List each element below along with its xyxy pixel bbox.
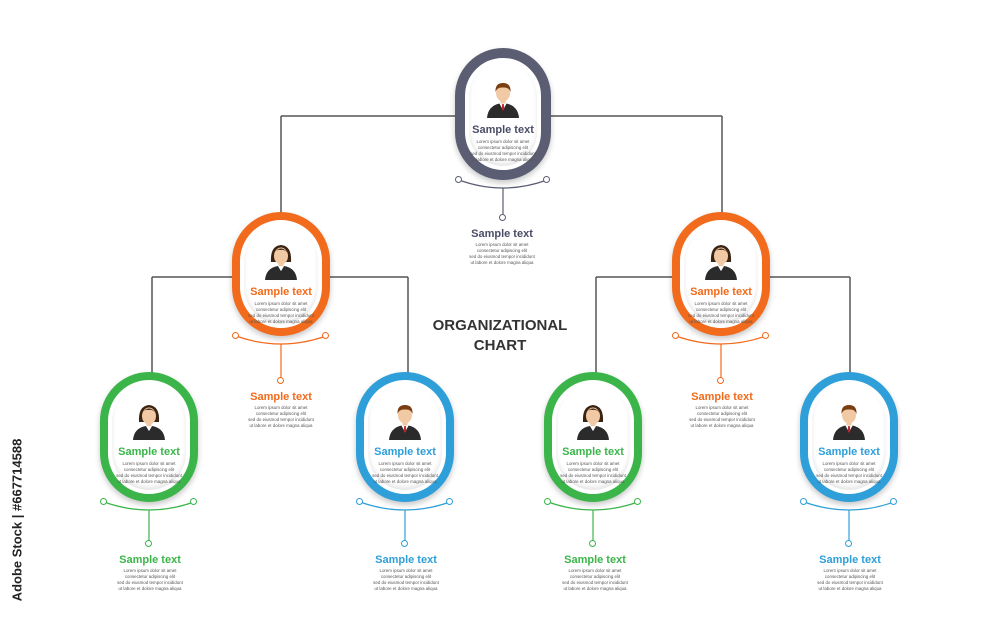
businesswoman-avatar-icon [574, 400, 612, 440]
connector-dot [100, 498, 107, 505]
org-node-title: Sample text [472, 124, 534, 136]
org-node-title: Sample text [374, 446, 436, 458]
caption-title: Sample text [375, 554, 437, 566]
decor-arc-bottom-3 [547, 501, 639, 511]
connector-dot [232, 332, 239, 339]
caption-description: Lorem ipsum dolor sit amet consectetur a… [817, 568, 883, 591]
caption-description: Lorem ipsum dolor sit amet consectetur a… [373, 568, 439, 591]
connector-dot [845, 540, 852, 547]
caption-description: Lorem ipsum dolor sit amet consectetur a… [248, 405, 314, 428]
caption-title: Sample text [471, 228, 533, 240]
caption-description: Lorem ipsum dolor sit amet consectetur a… [689, 405, 755, 428]
org-node-description: Lorem ipsum dolor sit amet consectetur a… [560, 461, 626, 484]
caption-title: Sample text [691, 391, 753, 403]
connector-dot [190, 498, 197, 505]
heading-line-2: CHART [473, 337, 527, 354]
connector-dot [800, 498, 807, 505]
org-node-title: Sample text [818, 446, 880, 458]
connector-dot [446, 498, 453, 505]
watermark: Adobe Stock | #667714588 [2, 400, 32, 640]
caption-title: Sample text [119, 554, 181, 566]
caption-title: Sample text [564, 554, 626, 566]
decor-arc-bottom-4 [803, 501, 895, 511]
org-node-title: Sample text [118, 446, 180, 458]
connector-dot [356, 498, 363, 505]
caption-title: Sample text [250, 391, 312, 403]
connector-dot [401, 540, 408, 547]
decor-arc-mid-left [235, 335, 327, 345]
org-node-description: Lorem ipsum dolor sit amet consectetur a… [116, 461, 182, 484]
org-node-description: Lorem ipsum dolor sit amet consectetur a… [688, 301, 754, 324]
org-node-title: Sample text [562, 446, 624, 458]
org-node-description: Lorem ipsum dolor sit amet consectetur a… [816, 461, 882, 484]
connector-dot [277, 377, 284, 384]
decor-arc-top [458, 179, 548, 189]
connector-dot [455, 176, 462, 183]
connector-dot [589, 540, 596, 547]
decor-arc-mid-right [675, 335, 767, 345]
connector-dot [544, 498, 551, 505]
org-node-title: Sample text [250, 286, 312, 298]
chart-heading: ORGANIZATIONAL CHART [400, 316, 600, 356]
decor-arc-bottom-1 [103, 501, 195, 511]
connector-dot [543, 176, 550, 183]
heading-line-1: ORGANIZATIONAL [432, 317, 568, 334]
connector-dot [762, 332, 769, 339]
businesswoman-avatar-icon [702, 240, 740, 280]
connector-dot [717, 377, 724, 384]
caption-description: Lorem ipsum dolor sit amet consectetur a… [469, 242, 535, 265]
org-node-description: Lorem ipsum dolor sit amet consectetur a… [372, 461, 438, 484]
org-node-description: Lorem ipsum dolor sit amet consectetur a… [248, 301, 314, 324]
watermark-text: Adobe Stock | #667714588 [9, 438, 25, 602]
businessman-avatar-icon [386, 400, 424, 440]
org-node-title: Sample text [690, 286, 752, 298]
businessman-avatar-icon [484, 78, 522, 118]
caption-description: Lorem ipsum dolor sit amet consectetur a… [562, 568, 628, 591]
businessman-avatar-icon [830, 400, 868, 440]
businesswoman-avatar-icon [130, 400, 168, 440]
caption-title: Sample text [819, 554, 881, 566]
connector-dot [145, 540, 152, 547]
businesswoman-avatar-icon [262, 240, 300, 280]
caption-description: Lorem ipsum dolor sit amet consectetur a… [117, 568, 183, 591]
org-node-description: Lorem ipsum dolor sit amet consectetur a… [470, 139, 536, 162]
connector-dot [672, 332, 679, 339]
connector-dot [890, 498, 897, 505]
connector-dot [499, 214, 506, 221]
connector-dot [322, 332, 329, 339]
decor-arc-bottom-2 [359, 501, 451, 511]
connector-dot [634, 498, 641, 505]
